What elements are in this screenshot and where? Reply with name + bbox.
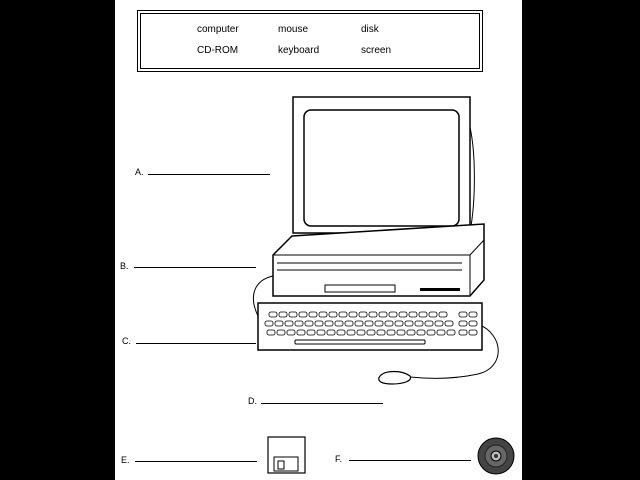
keyboard-key [328,311,338,318]
word-screen: screen [361,45,392,56]
word-cd-rom: CD-ROM [197,45,239,56]
keyboard-key [398,311,408,318]
keyboard-key [314,320,324,327]
disk-drive-slot [324,284,396,293]
keyboard-key [374,320,384,327]
keyboard-key [468,329,478,336]
keyboard-key [416,329,426,336]
keyboard-keys [264,311,478,336]
keyboard-key [274,320,284,327]
keyboard-key [344,320,354,327]
keyboard-key [308,311,318,318]
word-mouse: mouse [278,24,309,35]
keyboard-key [354,320,364,327]
keyboard-key [358,311,368,318]
word-keyboard: keyboard [278,45,320,56]
keyboard-key [276,329,286,336]
keyboard-key [348,311,358,318]
keyboard-key [468,311,478,318]
keyboard-key [386,329,396,336]
keyboard-key [376,329,386,336]
keyboard-key [356,329,366,336]
keyboard-key [394,320,404,327]
keyboard-key [388,311,398,318]
answer-line-a[interactable] [148,174,270,175]
label-c: C. [122,336,131,346]
keyboard-key [444,320,454,327]
keyboard-key [294,320,304,327]
keyboard-key [418,311,428,318]
keyboard-key [284,320,294,327]
keyboard-key [458,311,468,318]
cd-rom-illustration [477,437,515,475]
keyboard-key [298,311,308,318]
label-a: A. [135,167,144,177]
keyboard-key [458,320,468,327]
keyboard-key [458,329,468,336]
answer-line-b[interactable] [134,267,256,268]
label-f: F. [335,454,343,464]
mouse-illustration [378,370,412,385]
keyboard-key [324,320,334,327]
keyboard-key [318,311,328,318]
answer-line-e[interactable] [135,461,257,462]
keyboard-key [426,329,436,336]
keyboard-key [424,320,434,327]
keyboard-key [338,311,348,318]
keyboard-key [438,311,448,318]
keyboard-key [384,320,394,327]
keyboard-key [434,320,444,327]
word-disk: disk [361,24,379,35]
answer-line-f[interactable] [349,460,471,461]
keyboard-key [368,311,378,318]
keyboard-key [326,329,336,336]
label-e: E. [121,455,130,465]
answer-line-c[interactable] [136,343,256,344]
system-unit-illustration [272,223,485,297]
label-b: B. [120,261,129,271]
keyboard-key [286,329,296,336]
keyboard-key [406,329,416,336]
keyboard-key [336,329,346,336]
keyboard-key [316,329,326,336]
keyboard-key [268,311,278,318]
keyboard-key [414,320,424,327]
mouse-cable [409,323,499,379]
keyboard-key [364,320,374,327]
keyboard-key [468,320,478,327]
monitor-illustration [292,96,475,243]
keyboard-key [306,329,316,336]
keyboard-key [378,311,388,318]
keyboard-key [396,329,406,336]
floppy-disk-illustration [267,436,306,474]
keyboard-key [266,329,276,336]
keyboard-key [436,329,446,336]
keyboard-illustration [257,302,483,351]
label-d: D. [248,396,257,406]
keyboard-key [446,329,456,336]
keyboard-key [366,329,376,336]
keyboard-key [304,320,314,327]
answer-line-d[interactable] [261,403,383,404]
keyboard-key [264,320,274,327]
word-bank-box [137,10,483,72]
keyboard-key [404,320,414,327]
keyboard-key [334,320,344,327]
keyboard-key [408,311,418,318]
keyboard-key [278,311,288,318]
word-computer: computer [197,24,239,35]
keyboard-key [346,329,356,336]
keyboard-key [296,329,306,336]
word-bank-inner-border [140,13,480,69]
keyboard-key [428,311,438,318]
keyboard-key [288,311,298,318]
keyboard-cable [253,275,274,317]
